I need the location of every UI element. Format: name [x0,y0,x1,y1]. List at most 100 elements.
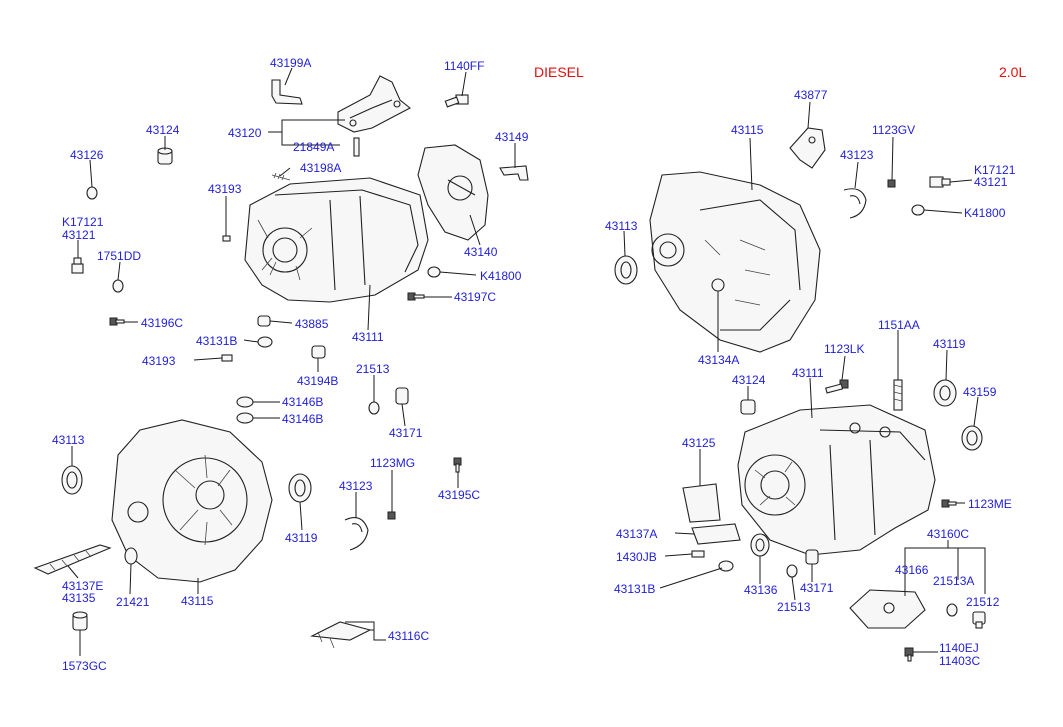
part-drawing-43137A [691,523,741,545]
part-drawing-43136 [750,533,770,557]
part-drawing-43196C [109,317,125,326]
part-drawing-1123ME [941,499,957,508]
label-43116C[interactable]: 43116C [388,629,429,643]
part-drawing-21421 [124,547,138,565]
part-drawing-43131B-right [718,560,734,572]
label-43126[interactable]: 43126 [70,148,104,162]
label-1573GC[interactable]: 1573GC [62,659,107,673]
part-drawing-K41800-right [911,204,925,216]
part-drawing-43124-left [157,147,173,165]
label-43140[interactable]: 43140 [464,245,498,259]
part-drawing-43159 [961,425,983,451]
label-43198A[interactable]: 43198A [300,161,341,175]
label-21513A[interactable]: 21513A [933,574,974,588]
part-drawing-43123-right [843,188,867,219]
label-43111-left[interactable]: 43111 [352,330,384,344]
label-43194B[interactable]: 43194B [297,374,338,388]
label-1140EJ[interactable]: 1140EJ [939,641,979,655]
label-43146B-lower[interactable]: 43146B [282,412,323,426]
part-drawing-43119-left [288,473,312,503]
label-43131B-right[interactable]: 43131B [614,582,655,596]
label-43119-left[interactable]: 43119 [285,531,318,545]
part-drawing-43126 [86,186,98,200]
part-drawing-1140FF [444,94,469,108]
part-drawing-43171-right [805,549,819,565]
label-21513-right[interactable]: 21513 [777,600,811,614]
part-drawing-43171-left [395,387,409,405]
label-43124-right[interactable]: 43124 [732,373,766,387]
part-drawing-43193-lower [221,354,233,362]
part-drawing-43116C [310,621,372,649]
part-drawing-43166 [849,589,926,629]
label-43166[interactable]: 43166 [895,563,929,577]
part-drawing-43140 [417,144,489,241]
label-1123LK[interactable]: 1123LK [824,342,864,356]
label-K17121-left[interactable]: K17121 [62,215,104,229]
label-43115-right[interactable]: 43115 [731,123,764,137]
label-43111-right[interactable]: 43111 [792,366,824,380]
leader-lines-left [67,67,516,656]
label-21513-left[interactable]: 21513 [356,362,390,376]
label-1123GV[interactable]: 1123GV [872,123,915,137]
label-43124-left[interactable]: 43124 [146,123,180,137]
label-1123MG[interactable]: 1123MG [370,456,415,470]
part-drawing-43115-right [649,171,821,353]
label-43125[interactable]: 43125 [682,436,716,450]
label-K41800-right[interactable]: K41800 [964,206,1006,220]
part-drawing-43149 [499,165,529,181]
label-43160C[interactable]: 43160C [927,527,969,541]
part-drawing-43125 [682,483,721,523]
label-43193-upper[interactable]: 43193 [208,182,242,196]
label-43136[interactable]: 43136 [744,583,778,597]
part-drawing-43124-right [740,399,756,415]
label-43131B-left[interactable]: 43131B [196,334,237,348]
part-drawing-43885 [257,315,271,327]
label-K17121-right[interactable]: K17121 [974,163,1016,177]
label-43135[interactable]: 43135 [62,591,96,605]
part-drawing-K41800-left [427,266,441,278]
label-43159[interactable]: 43159 [963,385,997,399]
label-21421[interactable]: 21421 [116,595,150,609]
part-drawing-1430JB [691,550,705,558]
label-43121-left[interactable]: 43121 [62,228,96,242]
label-43134A[interactable]: 43134A [698,353,739,367]
part-drawing-43195C [453,457,462,473]
label-43171-right[interactable]: 43171 [800,581,834,595]
part-drawing-43197C [407,292,425,301]
label-43195C[interactable]: 43195C [438,488,480,502]
label-1123ME[interactable]: 1123ME [968,497,1012,511]
label-43119-right[interactable]: 43119 [933,337,966,351]
label-11403C[interactable]: 11403C [939,654,980,668]
label-1751DD[interactable]: 1751DD [97,249,141,263]
part-drawing-21512 [972,611,986,629]
label-K41800-left[interactable]: K41800 [480,269,522,283]
label-43113-left[interactable]: 43113 [52,433,85,447]
part-drawing-43111-left [244,177,429,303]
label-43113-right[interactable]: 43113 [605,219,638,233]
part-drawing-43121-left [71,257,84,274]
label-43149[interactable]: 43149 [495,130,529,144]
label-1140FF[interactable]: 1140FF [444,59,484,73]
label-43137A[interactable]: 43137A [616,527,657,541]
label-43193-lower[interactable]: 43193 [142,354,176,368]
label-43137E[interactable]: 43137E [62,579,103,593]
label-43885[interactable]: 43885 [295,317,329,331]
label-43197C[interactable]: 43197C [454,290,496,304]
leader-lines-right [623,101,986,653]
part-drawing-43131B-left [257,336,273,348]
label-43123-left[interactable]: 43123 [339,479,373,493]
label-43171-left[interactable]: 43171 [389,426,423,440]
label-43115-left[interactable]: 43115 [181,594,214,608]
label-43121-right[interactable]: 43121 [974,175,1008,189]
label-43877[interactable]: 43877 [794,88,828,102]
part-drawing-1140EJ [904,647,914,662]
label-21512[interactable]: 21512 [966,595,1000,609]
label-43199A[interactable]: 43199A [270,56,311,70]
label-43120[interactable]: 43120 [228,126,262,140]
label-1151AA[interactable]: 1151AA [878,318,920,332]
label-1430JB[interactable]: 1430JB [616,550,657,564]
label-43196C[interactable]: 43196C [141,316,183,330]
label-43146B-upper[interactable]: 43146B [282,395,323,409]
label-43123-right[interactable]: 43123 [840,148,874,162]
label-21849A[interactable]: 21849A [293,140,334,154]
